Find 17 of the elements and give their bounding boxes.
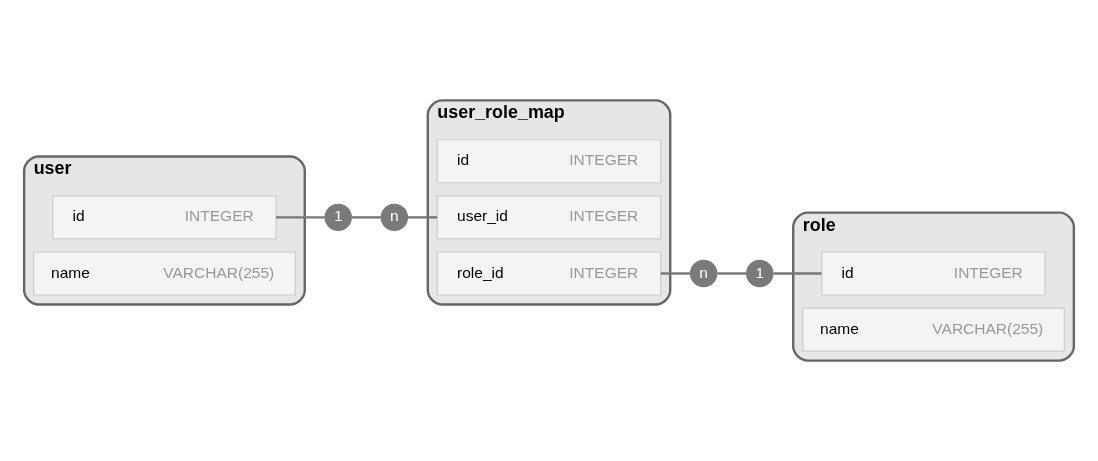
node-box: name VARCHAR(255) bbox=[33, 251, 296, 296]
node-box: user_id INTEGER bbox=[436, 195, 662, 240]
node-circle: n bbox=[689, 259, 718, 288]
connector bbox=[351, 216, 382, 219]
node-box: name VARCHAR(255) bbox=[802, 307, 1065, 352]
node-box: role_id INTEGER bbox=[436, 251, 662, 296]
connector bbox=[773, 272, 822, 275]
node-circle: n bbox=[380, 203, 409, 232]
connector bbox=[717, 272, 747, 275]
node-box: id INTEGER bbox=[52, 195, 277, 240]
node-circle: 1 bbox=[324, 203, 352, 232]
connector bbox=[407, 216, 438, 219]
connector bbox=[660, 272, 691, 275]
node-circle: 1 bbox=[746, 259, 774, 288]
node-box: id INTEGER bbox=[436, 139, 662, 184]
connector bbox=[276, 216, 325, 219]
node-box: id INTEGER bbox=[821, 251, 1046, 296]
